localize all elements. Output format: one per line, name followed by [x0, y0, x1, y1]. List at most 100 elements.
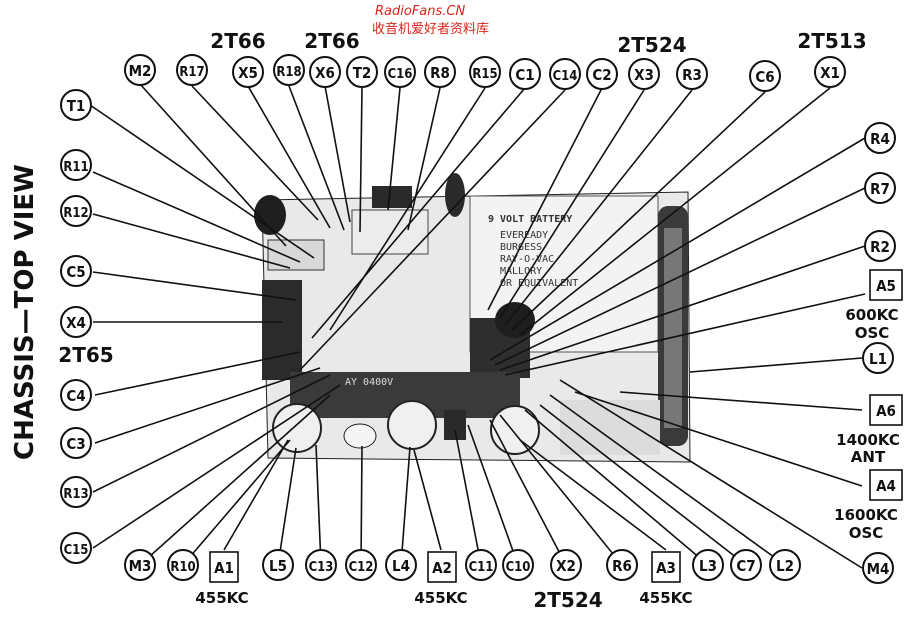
callout-circle: [345, 549, 377, 581]
alignment-box: [869, 469, 903, 501]
alignment-label: A1: [214, 559, 234, 577]
callout-circle: [305, 549, 337, 581]
transistor-label-2t66-a: 2T66: [210, 29, 265, 53]
leader-lines: [89, 83, 866, 569]
alignment-point-a2: A2 455KC: [414, 551, 468, 607]
alignment-caption: ANT: [851, 448, 886, 466]
callout-label: C6: [755, 68, 774, 86]
callout-label: R10: [170, 560, 195, 575]
transformer-core: [372, 186, 412, 208]
callout-r10: R10: [167, 549, 199, 581]
callout-t2: T2: [346, 56, 378, 88]
alignment-caption: 600KC: [845, 306, 898, 324]
callout-c2: C2: [586, 58, 618, 90]
callout-r2: R2: [864, 230, 896, 262]
callout-circle: [862, 552, 894, 584]
callout-circle: [60, 195, 92, 227]
callout-circle: [606, 549, 638, 581]
callout-c16: C16: [384, 56, 416, 88]
callout-l4: L4: [385, 549, 417, 581]
transistor-label-2t66-b: 2T66: [304, 29, 359, 53]
callout-c15: C15: [60, 532, 92, 564]
callout-label: R15: [472, 67, 497, 82]
callout-label: C16: [388, 67, 413, 82]
callout-circle: [676, 58, 708, 90]
alignment-caption: 455KC: [195, 589, 248, 607]
callout-circle: [124, 549, 156, 581]
capacitor-c12: [343, 423, 377, 449]
callout-r15: R15: [469, 56, 501, 88]
speaker-terminal: [254, 195, 286, 235]
transistor-label-2t65: 2T65: [58, 343, 113, 367]
callout-label: L4: [392, 557, 410, 575]
callout-label: L2: [776, 557, 794, 575]
left-component-block: [262, 280, 302, 380]
callout-circle: [167, 549, 199, 581]
callout-circle: [346, 56, 378, 88]
battery-line-3: RAY-O-VAC: [500, 254, 554, 265]
callout-label: M2: [129, 62, 152, 80]
callout-label: C15: [64, 543, 89, 558]
callout-label: T1: [67, 97, 86, 115]
callout-label: R13: [63, 487, 88, 502]
callout-x6: X6: [309, 56, 341, 88]
callout-l1: L1: [862, 342, 894, 374]
callout-r12: R12: [60, 195, 92, 227]
callout-c4: C4: [60, 379, 92, 411]
callout-circle: [60, 255, 92, 287]
alignment-caption: 455KC: [639, 589, 692, 607]
callout-circle: [262, 549, 294, 581]
callout-circle: [176, 54, 208, 86]
alignment-label: A2: [432, 559, 452, 577]
callout-label: C1: [515, 66, 534, 84]
callout-l3: L3: [692, 549, 724, 581]
battery-line-4: MALLORY: [500, 266, 542, 277]
callout-c5: C5: [60, 255, 92, 287]
callout-label: R8: [430, 64, 450, 82]
callout-t1: T1: [60, 89, 92, 121]
side-title: CHASSIS—TOP VIEW: [10, 164, 40, 460]
battery-line-1: EVEREADY: [500, 230, 548, 241]
callout-x2: X2: [550, 549, 582, 581]
callout-r13: R13: [60, 476, 92, 508]
callout-label: C5: [66, 263, 85, 281]
callout-label: C11: [469, 560, 494, 575]
callout-label: T2: [353, 64, 372, 82]
callout-circle: [749, 60, 781, 92]
callout-circle: [60, 306, 92, 338]
callout-label: C13: [309, 560, 334, 575]
callout-x5: X5: [232, 56, 264, 88]
battery-title: 9 VOLT BATTERY: [488, 214, 572, 225]
callout-circle: [60, 427, 92, 459]
callout-label: R2: [870, 238, 890, 256]
callout-circle: [232, 56, 264, 88]
callout-label: L1: [869, 350, 887, 368]
battery-line-5: OR EQUIVALENT: [500, 278, 578, 289]
alignment-box: [651, 551, 681, 583]
callout-c14: C14: [549, 58, 581, 90]
callout-r17: R17: [176, 54, 208, 86]
callout-circle: [60, 89, 92, 121]
alignment-box: [869, 269, 903, 301]
alignment-label: A6: [876, 402, 896, 420]
alignment-point-a1: A1 455KC: [195, 551, 249, 607]
callout-x4: X4: [60, 306, 92, 338]
alignment-caption: 455KC: [414, 589, 467, 607]
callout-label: R3: [682, 66, 702, 84]
alignment-boxes: A1455KCA2455KCA3455KCA5600KCOSCA61400KCA…: [195, 269, 903, 607]
callout-circle: [864, 122, 896, 154]
callout-circle: [465, 549, 497, 581]
callout-r7: R7: [864, 172, 896, 204]
callout-circle: [549, 58, 581, 90]
callout-c10: C10: [502, 549, 534, 581]
callout-circle: [864, 172, 896, 204]
callout-l5: L5: [262, 549, 294, 581]
callout-m3: M3: [124, 549, 156, 581]
tuning-area: [560, 400, 660, 455]
callout-circle: [509, 58, 541, 90]
resistor-block: [267, 239, 325, 271]
callout-l2: L2: [769, 549, 801, 581]
callout-circle: [769, 549, 801, 581]
